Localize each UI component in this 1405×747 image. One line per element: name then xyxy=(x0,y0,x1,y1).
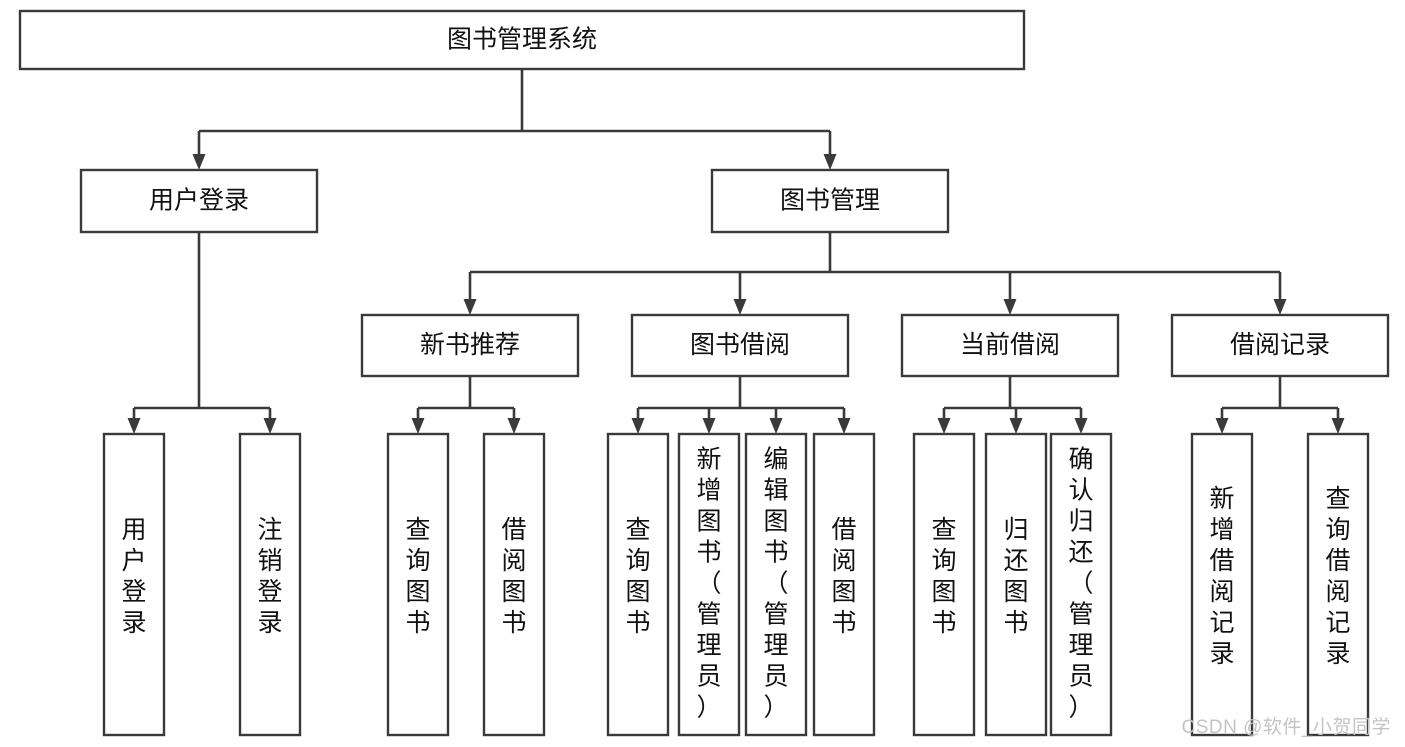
arrow-head-icon xyxy=(823,154,837,170)
node-box-leaf-add-book xyxy=(677,432,741,737)
node-leaf-query-book-3[interactable]: 查询图书 xyxy=(912,432,976,737)
node-label-leaf-query-book-2: 查询图书 xyxy=(625,516,650,637)
arrow-head-icon xyxy=(411,418,425,434)
node-box-book-borrow xyxy=(630,313,850,378)
node-box-book-manage xyxy=(710,168,950,234)
node-label-leaf-query-record: 查询借阅记录 xyxy=(1325,485,1350,668)
node-current-borrow[interactable]: 当前借阅 xyxy=(900,313,1120,378)
arrow-head-icon xyxy=(263,418,277,434)
node-leaf-borrow-book-2[interactable]: 借阅图书 xyxy=(812,432,876,737)
node-leaf-add-record[interactable]: 新增借阅记录 xyxy=(1190,432,1254,737)
node-leaf-return-book[interactable]: 归还图书 xyxy=(984,432,1048,737)
node-label-root: 图书管理系统 xyxy=(447,26,597,54)
node-label-leaf-borrow-book-1: 借阅图书 xyxy=(501,516,526,637)
node-label-book-borrow: 图书借阅 xyxy=(690,331,790,359)
connector-group-borrow-record xyxy=(1215,376,1345,434)
node-label-leaf-query-book-3: 查询图书 xyxy=(931,516,956,637)
arrow-head-icon xyxy=(1003,299,1017,315)
node-box-leaf-borrow-book-2 xyxy=(812,432,876,737)
node-label-borrow-record: 借阅记录 xyxy=(1230,331,1330,359)
node-borrow-record[interactable]: 借阅记录 xyxy=(1170,313,1390,378)
arrow-head-icon xyxy=(507,418,521,434)
arrow-head-icon xyxy=(1331,418,1345,434)
arrow-head-icon xyxy=(702,418,716,434)
arrow-head-icon xyxy=(769,418,783,434)
node-box-leaf-borrow-book-1 xyxy=(482,432,546,737)
node-box-current-borrow xyxy=(900,313,1120,378)
node-label-leaf-borrow-book-2: 借阅图书 xyxy=(831,516,856,637)
connector-group-book-manage xyxy=(463,232,1287,315)
node-leaf-query-book-1[interactable]: 查询图书 xyxy=(386,432,450,737)
node-user-login[interactable]: 用户登录 xyxy=(79,168,319,234)
node-label-leaf-user-login: 用户登录 xyxy=(121,516,146,637)
node-leaf-add-book[interactable]: 新增图书（管理员） xyxy=(677,432,741,737)
node-label-leaf-query-book-1: 查询图书 xyxy=(405,516,430,637)
arrow-head-icon xyxy=(1273,299,1287,315)
node-label-leaf-logout: 注销登录 xyxy=(257,516,282,637)
connectors-layer xyxy=(127,69,1345,434)
node-new-book-rec[interactable]: 新书推荐 xyxy=(360,313,580,378)
node-label-current-borrow: 当前借阅 xyxy=(960,331,1060,359)
node-box-user-login xyxy=(79,168,319,234)
node-leaf-borrow-book-1[interactable]: 借阅图书 xyxy=(482,432,546,737)
node-box-leaf-add-record xyxy=(1190,432,1254,737)
node-box-leaf-query-book-2 xyxy=(606,432,670,737)
node-label-book-manage: 图书管理 xyxy=(780,187,880,215)
node-box-new-book-rec xyxy=(360,313,580,378)
connector-group-root xyxy=(192,69,837,170)
node-box-leaf-logout xyxy=(238,432,302,737)
arrow-head-icon xyxy=(733,299,747,315)
node-box-leaf-query-book-1 xyxy=(386,432,450,737)
node-box-leaf-edit-book xyxy=(744,432,808,737)
node-label-leaf-add-record: 新增借阅记录 xyxy=(1209,485,1234,668)
arrow-head-icon xyxy=(127,418,141,434)
node-box-leaf-query-book-3 xyxy=(912,432,976,737)
node-leaf-user-login[interactable]: 用户登录 xyxy=(102,432,166,737)
node-label-leaf-confirm-return: 确认归还（管理员） xyxy=(1068,446,1093,722)
arrow-head-icon xyxy=(192,154,206,170)
node-box-leaf-user-login xyxy=(102,432,166,737)
node-box-leaf-confirm-return xyxy=(1049,432,1113,737)
node-label-leaf-add-book: 新增图书（管理员） xyxy=(696,446,721,722)
connector-group-current-borrow xyxy=(937,376,1088,434)
node-leaf-query-book-2[interactable]: 查询图书 xyxy=(606,432,670,737)
node-label-new-book-rec: 新书推荐 xyxy=(420,331,520,359)
node-label-leaf-edit-book: 编辑图书（管理员） xyxy=(763,446,788,722)
arrow-head-icon xyxy=(631,418,645,434)
node-label-user-login: 用户登录 xyxy=(149,187,249,215)
node-leaf-query-record[interactable]: 查询借阅记录 xyxy=(1306,432,1370,737)
nodes-layer: 图书管理系统用户登录图书管理新书推荐图书借阅当前借阅借阅记录用户登录注销登录查询… xyxy=(18,9,1390,737)
arrow-head-icon xyxy=(1074,418,1088,434)
arrow-head-icon xyxy=(463,299,477,315)
arrow-head-icon xyxy=(937,418,951,434)
node-box-leaf-query-record xyxy=(1306,432,1370,737)
connector-group-user-login xyxy=(127,232,277,434)
node-book-borrow[interactable]: 图书借阅 xyxy=(630,313,850,378)
node-box-root xyxy=(18,9,1026,71)
node-box-leaf-return-book xyxy=(984,432,1048,737)
arrow-head-icon xyxy=(1215,418,1229,434)
connector-group-book-borrow xyxy=(631,376,851,434)
connector-group-new-book-rec xyxy=(411,376,521,434)
node-leaf-logout[interactable]: 注销登录 xyxy=(238,432,302,737)
node-leaf-edit-book[interactable]: 编辑图书（管理员） xyxy=(744,432,808,737)
node-book-manage[interactable]: 图书管理 xyxy=(710,168,950,234)
node-label-leaf-return-book: 归还图书 xyxy=(1003,516,1028,637)
node-root[interactable]: 图书管理系统 xyxy=(18,9,1026,71)
arrow-head-icon xyxy=(837,418,851,434)
node-leaf-confirm-return[interactable]: 确认归还（管理员） xyxy=(1049,432,1113,737)
arrow-head-icon xyxy=(1009,418,1023,434)
node-box-borrow-record xyxy=(1170,313,1390,378)
